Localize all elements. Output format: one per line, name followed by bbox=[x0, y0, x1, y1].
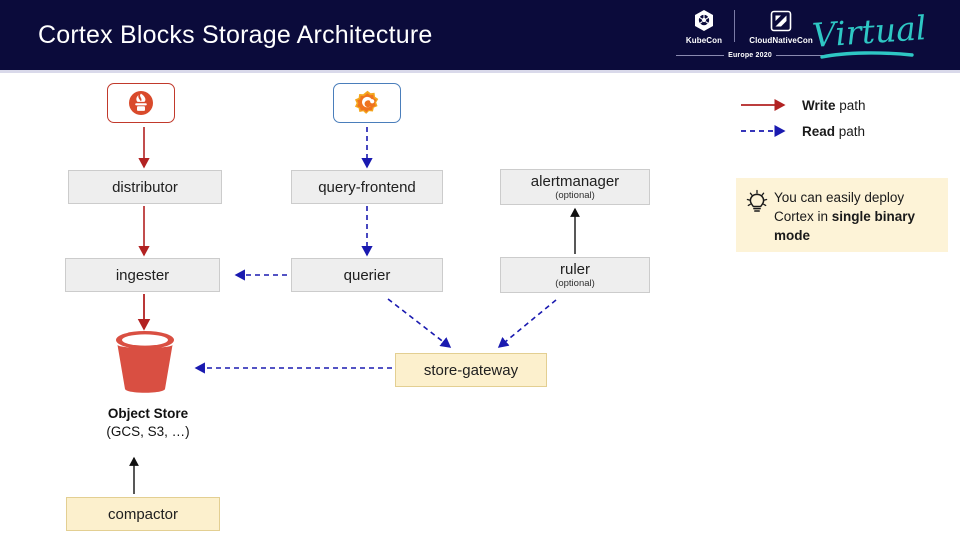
grafana-icon bbox=[354, 90, 381, 117]
prometheus-source-box[interactable] bbox=[107, 83, 175, 123]
node-label: query-frontend bbox=[318, 178, 416, 196]
virtual-wordmark: Virtual bbox=[810, 8, 928, 55]
node-distributor[interactable]: distributor bbox=[68, 170, 222, 204]
conference-region-row: Europe 2020 bbox=[676, 52, 824, 59]
node-label: distributor bbox=[112, 178, 178, 196]
lockup-divider bbox=[734, 10, 735, 42]
node-label: querier bbox=[343, 266, 391, 284]
arrow-querier-to-store-gateway bbox=[387, 298, 452, 348]
tip-line-2-strong: single binary bbox=[831, 209, 916, 224]
node-label: alertmanager bbox=[530, 173, 620, 190]
conference-region-label: Europe 2020 bbox=[728, 52, 772, 59]
rule-left bbox=[676, 55, 725, 56]
node-query-frontend[interactable]: query-frontend bbox=[291, 170, 443, 204]
kubecon-label: KubeCon bbox=[685, 36, 723, 45]
legend-item-write: Write path bbox=[740, 92, 950, 118]
lightbulb-icon bbox=[746, 189, 768, 212]
architecture-diagram: distributor query-frontend alertmanager … bbox=[0, 73, 960, 540]
node-querier[interactable]: querier bbox=[291, 258, 443, 292]
cncf-square-icon bbox=[738, 8, 824, 34]
node-sublabel: (optional) bbox=[555, 190, 595, 201]
object-store-label: Object Store bbox=[107, 406, 189, 421]
read-path-swatch-icon bbox=[741, 125, 786, 137]
tip-line-2-prefix: Cortex in bbox=[774, 209, 832, 224]
cloudnativecon-block: CloudNativeCon bbox=[738, 8, 824, 45]
diagram-connectors bbox=[129, 127, 580, 494]
grafana-source-box[interactable] bbox=[333, 83, 401, 123]
node-label: compactor bbox=[107, 505, 179, 523]
legend-strong-read: Read bbox=[802, 123, 836, 139]
node-label: ruler bbox=[559, 261, 590, 278]
tip-line-3-strong: mode bbox=[774, 228, 811, 243]
node-label: store-gateway bbox=[423, 361, 519, 379]
node-store-gateway[interactable]: store-gateway bbox=[395, 353, 547, 387]
cloudnativecon-label: CloudNativeCon bbox=[749, 36, 813, 45]
node-compactor[interactable]: compactor bbox=[66, 497, 220, 531]
prometheus-icon bbox=[128, 90, 154, 116]
legend-rest-read: path bbox=[835, 123, 866, 139]
page-title: Cortex Blocks Storage Architecture bbox=[38, 21, 433, 49]
object-store-bucket-icon bbox=[116, 331, 174, 393]
node-alertmanager[interactable]: alertmanager (optional) bbox=[500, 169, 650, 205]
header-underline bbox=[0, 70, 960, 73]
tip-line-1: You can easily deploy bbox=[774, 190, 905, 205]
arrow-ruler-to-store-gateway bbox=[497, 299, 557, 348]
legend-rest-write: path bbox=[835, 97, 866, 113]
virtual-underline-swoosh bbox=[820, 51, 914, 59]
rule-right bbox=[775, 55, 824, 56]
node-ruler[interactable]: ruler (optional) bbox=[500, 257, 650, 293]
kubecon-block: KubeCon bbox=[676, 8, 732, 45]
legend: Write path Read path bbox=[740, 92, 950, 144]
legend-label-write: Write path bbox=[802, 98, 866, 113]
node-sublabel: (optional) bbox=[555, 278, 595, 289]
object-store-sublabel: (GCS, S3, …) bbox=[106, 424, 190, 439]
node-label: ingester bbox=[115, 266, 170, 284]
node-ingester[interactable]: ingester bbox=[65, 258, 220, 292]
legend-strong-write: Write bbox=[802, 97, 836, 113]
legend-label-read: Read path bbox=[802, 124, 865, 139]
slide-header bbox=[0, 0, 960, 70]
legend-item-read: Read path bbox=[740, 118, 950, 144]
conference-lockup: KubeCon CloudNativeCon Europe 2020 bbox=[676, 8, 824, 64]
kubernetes-helm-icon bbox=[676, 8, 732, 34]
write-path-swatch-icon bbox=[741, 99, 786, 111]
